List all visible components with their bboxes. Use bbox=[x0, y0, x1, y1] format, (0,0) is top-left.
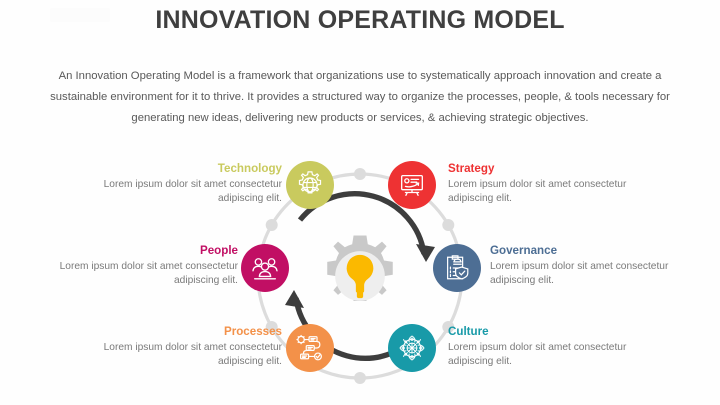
label-governance-title: Governance bbox=[490, 244, 558, 257]
label-people-title: People bbox=[199, 244, 238, 257]
node-technology[interactable] bbox=[286, 161, 334, 209]
node-processes[interactable] bbox=[286, 324, 334, 372]
page-title: INNOVATION OPERATING MODEL bbox=[155, 6, 565, 34]
presentation-board-icon bbox=[401, 174, 423, 196]
label-technology-title: Technology bbox=[217, 162, 282, 175]
label-culture: Culture Lorem ipsum dolor sit amet conse… bbox=[448, 325, 634, 370]
label-people: People Lorem ipsum dolor sit amet consec… bbox=[52, 244, 238, 289]
label-governance-body: Lorem ipsum dolor sit amet consectetur a… bbox=[490, 260, 669, 287]
ring-connector-dots bbox=[265, 168, 455, 384]
label-processes-body: Lorem ipsum dolor sit amet consectetur a… bbox=[103, 341, 282, 368]
label-governance: Governance Lorem ipsum dolor sit amet co… bbox=[490, 244, 676, 289]
innovation-cycle-diagram: Technology Lorem ipsum dolor sit amet co… bbox=[0, 148, 720, 393]
label-strategy-title: Strategy bbox=[448, 162, 495, 175]
node-people[interactable] bbox=[241, 244, 289, 292]
label-technology: Technology Lorem ipsum dolor sit amet co… bbox=[96, 162, 282, 207]
node-strategy[interactable] bbox=[388, 161, 436, 209]
label-processes: Processes Lorem ipsum dolor sit amet con… bbox=[96, 325, 282, 370]
label-strategy-body: Lorem ipsum dolor sit amet consectetur a… bbox=[448, 178, 627, 205]
label-processes-title: Processes bbox=[223, 325, 282, 338]
label-culture-body: Lorem ipsum dolor sit amet consectetur a… bbox=[448, 341, 627, 368]
people-group-icon bbox=[252, 258, 278, 280]
label-strategy: Strategy Lorem ipsum dolor sit amet cons… bbox=[448, 162, 634, 207]
watermark bbox=[50, 8, 110, 22]
flowchart-icon bbox=[296, 334, 322, 361]
clipboard-shield-icon bbox=[447, 255, 469, 280]
node-governance[interactable] bbox=[433, 244, 481, 292]
intro-paragraph: An Innovation Operating Model is a frame… bbox=[50, 70, 670, 124]
node-culture[interactable] bbox=[388, 324, 436, 372]
label-culture-title: Culture bbox=[448, 325, 489, 338]
label-technology-body: Lorem ipsum dolor sit amet consectetur a… bbox=[103, 178, 282, 205]
gear-globe-icon bbox=[298, 171, 322, 194]
gear-lightbulb-icon bbox=[327, 235, 393, 302]
label-people-body: Lorem ipsum dolor sit amet consectetur a… bbox=[59, 260, 238, 287]
brain-network-icon bbox=[399, 335, 425, 361]
